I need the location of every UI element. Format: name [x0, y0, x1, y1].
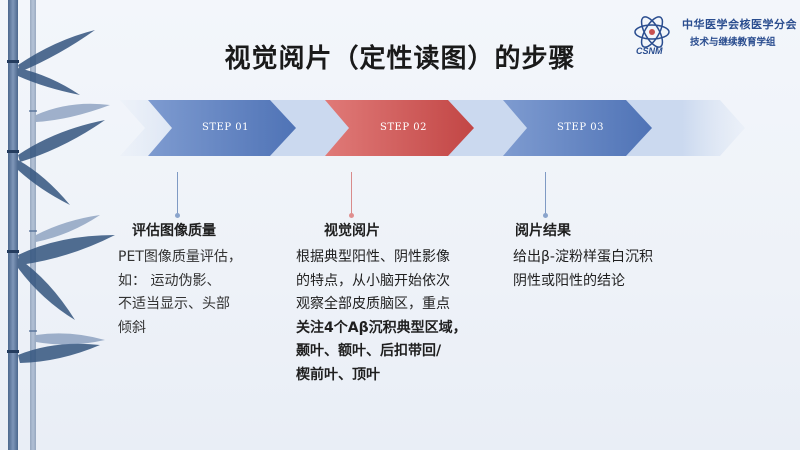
- step-02-line-bold: 关注4个Aβ沉积典型区域，: [296, 319, 467, 336]
- step-01-dot: [175, 213, 180, 218]
- step-02-line: 的特点，从小脑开始依次: [296, 272, 450, 289]
- step-01-connector: [177, 172, 178, 216]
- step-02-line-bold: 颞叶、额叶、后扣带回/: [296, 343, 442, 359]
- step-01-body: PET图像质量评估， 如： 运动伪影、 不适当显示、头部 倾斜: [118, 246, 288, 340]
- logo-mark-text: CSNM: [636, 46, 663, 56]
- step-02-content: 视觉阅片 根据典型阳性、阴性影像 的特点，从小脑开始依次 观察全部皮质脑区，重点…: [296, 220, 496, 387]
- step-01-line: 倾斜: [118, 319, 146, 336]
- step-03-line: 给出β-淀粉样蛋白沉积: [513, 249, 653, 265]
- step-band: [120, 100, 745, 156]
- step-02-arrow: [325, 100, 474, 156]
- bamboo-decoration: [7, 0, 115, 450]
- step-02-line: 观察全部皮质脑区，重点: [296, 296, 450, 312]
- step-03-connector: [545, 172, 546, 216]
- step-02-line-bold: 楔前叶、顶叶: [296, 366, 380, 383]
- atom-logo-icon: CSNM: [634, 16, 670, 56]
- step-02-body: 根据典型阳性、阴性影像 的特点，从小脑开始依次 观察全部皮质脑区，重点 关注4个…: [296, 246, 496, 387]
- step-02-line: 根据典型阳性、阴性影像: [296, 249, 450, 265]
- step-03-line: 阴性或阳性的结论: [513, 272, 625, 289]
- step-03-body: 给出β-淀粉样蛋白沉积 阴性或阳性的结论: [513, 246, 693, 293]
- org-logo: CSNM 中华医学会核医学分会 技术与继续教育学组: [632, 12, 797, 56]
- page-title: 视觉阅片（定性读图）的步骤: [224, 44, 576, 74]
- step-01-content: 评估图像质量 PET图像质量评估， 如： 运动伪影、 不适当显示、头部 倾斜: [118, 220, 288, 340]
- step-03-label: STEP 03: [557, 122, 604, 133]
- step-02-connector: [351, 172, 352, 216]
- org-name: 中华医学会核医学分会: [682, 18, 797, 31]
- step-01-label: STEP 01: [202, 122, 249, 133]
- step-03-title: 阅片结果: [515, 223, 571, 239]
- step-01-line: PET图像质量评估，: [118, 249, 242, 265]
- step-arrows: STEP 01 STEP 02 STEP 03: [0, 92, 800, 172]
- step-03-content: 阅片结果 给出β-淀粉样蛋白沉积 阴性或阳性的结论: [513, 220, 693, 293]
- step-02-label: STEP 02: [380, 122, 427, 133]
- step-03-dot: [543, 213, 548, 218]
- step-01-line: 如： 运动伪影、: [118, 272, 221, 289]
- step-02-title: 视觉阅片: [324, 223, 380, 239]
- step-02-dot: [349, 213, 354, 218]
- step-01-line: 不适当显示、头部: [118, 296, 230, 312]
- step-03-arrow: [503, 100, 652, 156]
- step-01-arrow: [148, 100, 296, 156]
- step-01-title: 评估图像质量: [132, 223, 216, 239]
- org-subname: 技术与继续教育学组: [690, 37, 776, 48]
